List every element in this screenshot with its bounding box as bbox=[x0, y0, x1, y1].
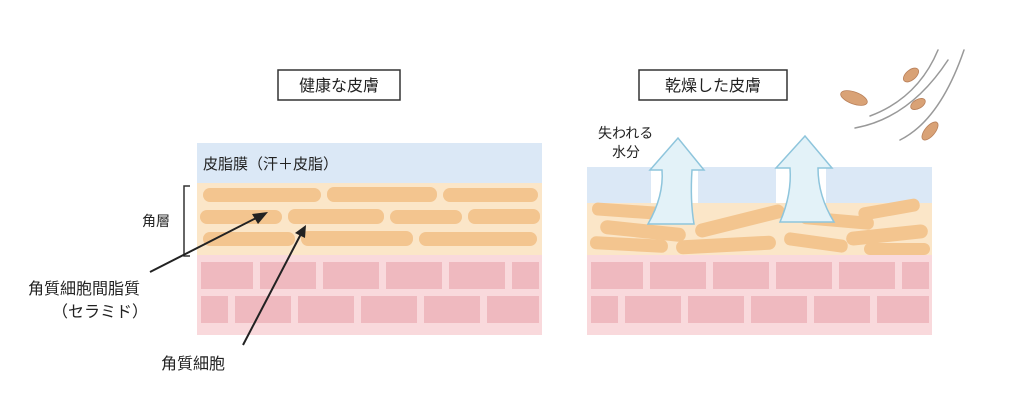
corneocyte bbox=[203, 188, 321, 202]
skin-cell bbox=[201, 296, 228, 323]
sebum-film bbox=[197, 143, 542, 183]
stratum-bracket bbox=[183, 185, 190, 257]
healthy-skin-panel: 健康な皮膚 皮脂膜（汗＋皮脂） bbox=[28, 69, 542, 373]
leaf-icon bbox=[840, 90, 868, 106]
skin-cell bbox=[260, 262, 316, 289]
dry-title-box bbox=[638, 69, 788, 101]
broken-sebum-film bbox=[587, 167, 932, 203]
skin-cell bbox=[877, 296, 929, 323]
skin-cell bbox=[814, 296, 870, 323]
leaf-icon bbox=[902, 67, 920, 83]
corneocyte bbox=[301, 231, 413, 246]
skin-cell bbox=[424, 296, 480, 323]
skin-cell bbox=[591, 262, 643, 289]
lipid-arrow-head bbox=[252, 212, 268, 224]
lipid-pointer-line bbox=[149, 214, 263, 273]
corneocyte bbox=[200, 210, 282, 224]
corneocyte bbox=[846, 224, 928, 246]
dry-skin-panel: 乾燥した皮膚 bbox=[587, 49, 965, 335]
skin-cell bbox=[512, 262, 539, 289]
corneocyte bbox=[390, 210, 462, 224]
corneocyte bbox=[600, 220, 686, 242]
skin-cell bbox=[902, 262, 929, 289]
skin-cell bbox=[650, 262, 706, 289]
skin-cell bbox=[487, 296, 539, 323]
moisture-label-line2: 水分 bbox=[612, 145, 640, 161]
skin-cell bbox=[776, 262, 832, 289]
corneocyte bbox=[443, 188, 538, 202]
skin-cell bbox=[298, 296, 354, 323]
corneocyte bbox=[327, 187, 437, 202]
wind-icon bbox=[854, 49, 965, 141]
corneocyte bbox=[203, 232, 295, 246]
skin-cell bbox=[361, 296, 417, 323]
skin-cell bbox=[688, 296, 744, 323]
corneocyte bbox=[589, 236, 668, 253]
dry-title: 乾燥した皮膚 bbox=[665, 76, 761, 95]
skin-cell bbox=[449, 262, 505, 289]
dry-corneocytes bbox=[589, 198, 930, 255]
sebum-patch bbox=[698, 167, 776, 203]
corneocytes bbox=[200, 187, 540, 246]
leaf-icon bbox=[910, 98, 926, 110]
skin-cell bbox=[386, 262, 442, 289]
sebum-patch bbox=[587, 167, 651, 203]
dry-skin-cells bbox=[591, 262, 929, 323]
moisture-arrow-icon bbox=[774, 134, 836, 223]
skin-cell bbox=[201, 262, 253, 289]
healthy-title: 健康な皮膚 bbox=[299, 76, 379, 95]
cell-label: 角質細胞 bbox=[161, 354, 225, 373]
corneocyte bbox=[288, 209, 384, 224]
corneocyte bbox=[419, 232, 537, 246]
corneocyte bbox=[676, 235, 776, 255]
sebum-patch bbox=[826, 167, 932, 203]
corneocyte bbox=[864, 243, 930, 255]
moisture-label-line1: 失われる bbox=[598, 126, 653, 142]
moisture-arrow-icon bbox=[646, 136, 706, 225]
cell-arrow-head bbox=[295, 225, 306, 238]
skin-cell bbox=[625, 296, 681, 323]
stratum-label: 角層 bbox=[142, 214, 170, 230]
wind-line bbox=[854, 59, 949, 129]
skin-cell bbox=[839, 262, 895, 289]
skin-cell bbox=[591, 296, 618, 323]
skin-cell bbox=[713, 262, 769, 289]
wind-line bbox=[869, 49, 939, 117]
corneocyte bbox=[695, 204, 785, 238]
skin-cell bbox=[235, 296, 291, 323]
healthy-title-box bbox=[277, 69, 401, 101]
skin-cell bbox=[751, 296, 807, 323]
corneocyte bbox=[858, 198, 920, 221]
skin-cell bbox=[323, 262, 379, 289]
lipid-label-line2: （セラミド） bbox=[52, 302, 148, 321]
skin-cells bbox=[201, 262, 539, 323]
corneocyte bbox=[784, 232, 848, 253]
sebum-film-label: 皮脂膜（汗＋皮脂） bbox=[203, 155, 338, 173]
dry-leaves bbox=[840, 67, 939, 141]
pointer-arrows bbox=[149, 212, 306, 346]
lipid-label-line1: 角質細胞間脂質 bbox=[28, 279, 140, 298]
wind-line bbox=[899, 49, 965, 141]
corneocyte bbox=[468, 209, 540, 224]
cell-pointer-line bbox=[242, 231, 303, 346]
leaf-icon bbox=[921, 121, 939, 141]
